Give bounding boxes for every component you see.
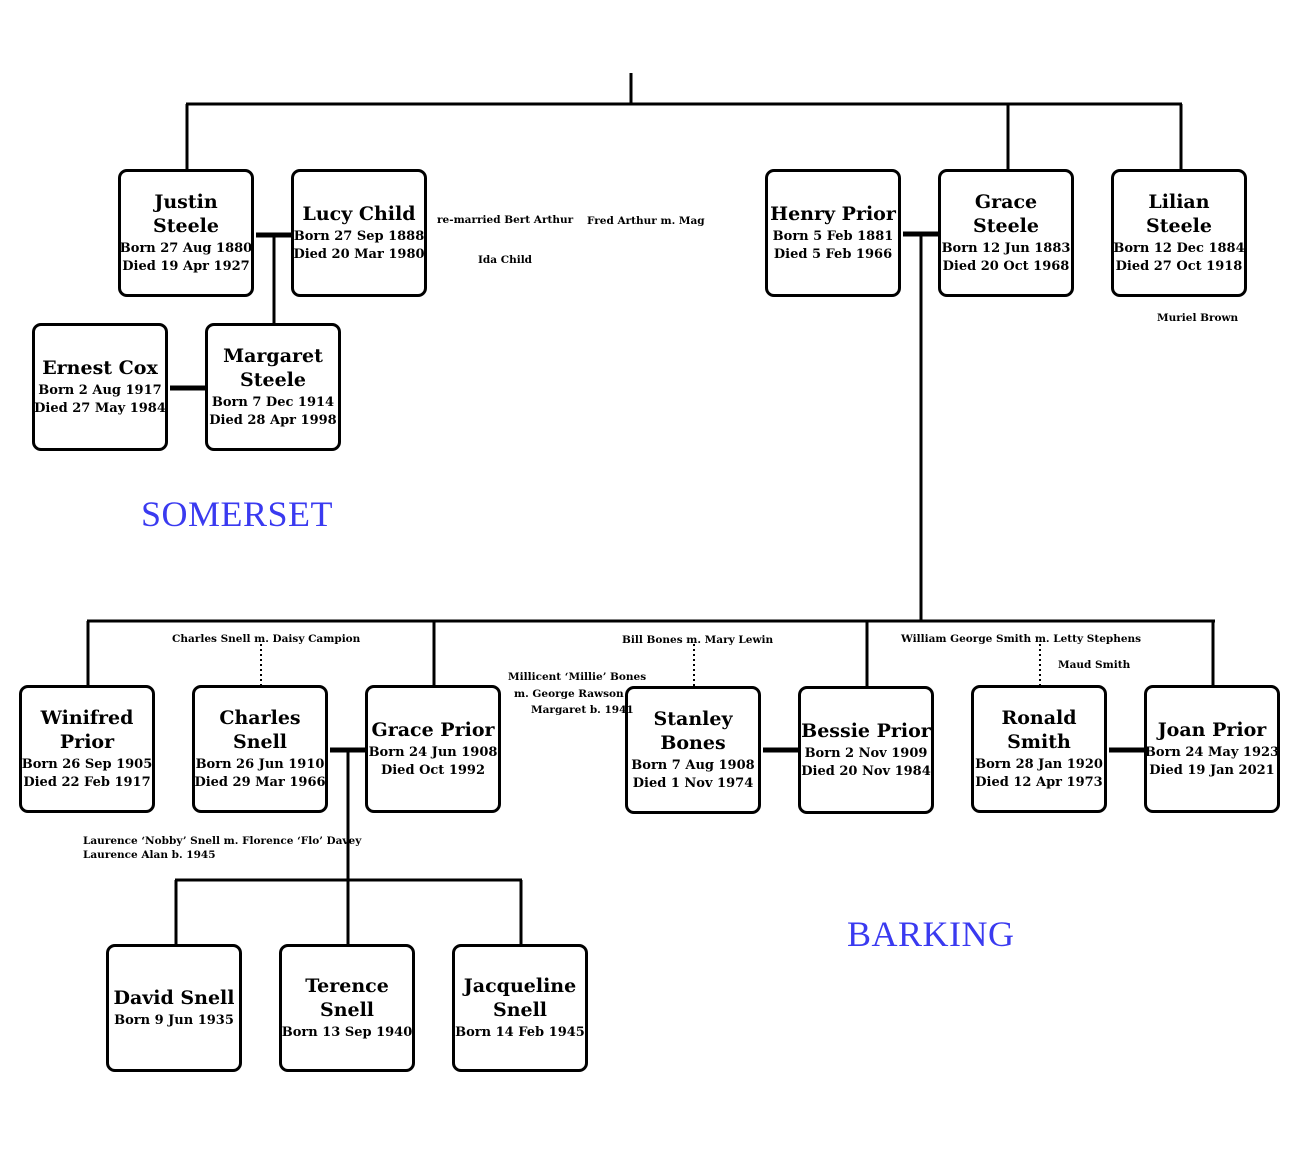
person-card-jacqueline-snell: Jacqueline Snell Born 14 Feb 1945 (452, 944, 588, 1072)
person-card-henry-prior: Henry Prior Born 5 Feb 1881 Died 5 Feb 1… (765, 169, 901, 297)
birth-date: Born 24 May 1923 (1144, 745, 1280, 760)
note-remarried: re-married Bert Arthur (437, 214, 574, 226)
person-name: Stanley Bones (653, 708, 733, 754)
person-name: Jacqueline Snell (463, 975, 577, 1021)
person-name: Lucy Child (302, 203, 416, 225)
person-card-lucy-child: Lucy Child Born 27 Sep 1888 Died 20 Mar … (291, 169, 427, 297)
person-card-stanley-bones: Stanley Bones Born 7 Aug 1908 Died 1 Nov… (625, 686, 761, 814)
birth-date: Born 7 Dec 1914 (211, 395, 335, 410)
death-date: Died 20 Nov 1984 (801, 764, 931, 779)
death-date: Died 12 Apr 1973 (975, 775, 1103, 790)
note-muriel-brown: Muriel Brown (1157, 312, 1239, 324)
birth-date: Born 2 Nov 1909 (804, 746, 928, 761)
person-name: Grace Prior (371, 719, 495, 741)
death-date: Died 28 Apr 1998 (209, 413, 337, 428)
death-date: Died 1 Nov 1974 (632, 776, 754, 791)
birth-date: Born 24 Jun 1908 (368, 745, 498, 760)
note-millie-line-3: Margaret b. 1941 (531, 704, 634, 716)
birth-date: Born 28 Jan 1920 (975, 757, 1103, 772)
note-millie-line-2: m. George Rawson (514, 688, 624, 700)
person-card-ernest-cox: Ernest Cox Born 2 Aug 1917 Died 27 May 1… (32, 323, 168, 451)
death-date: Died 19 Apr 1927 (122, 259, 250, 274)
region-label-barking: BARKING (847, 914, 1015, 954)
note-ida-child: Ida Child (478, 254, 533, 266)
person-name: Justin Steele (153, 191, 219, 237)
birth-date: Born 2 Aug 1917 (38, 383, 162, 398)
birth-date: Born 13 Sep 1940 (281, 1025, 413, 1040)
person-name: Ronald Smith (1001, 707, 1077, 753)
note-william-smith: William George Smith m. Letty Stephens (901, 633, 1142, 645)
birth-date: Born 26 Jun 1910 (195, 757, 325, 772)
birth-date: Born 26 Sep 1905 (21, 757, 153, 772)
person-card-justin-steele: Justin Steele Born 27 Aug 1880 Died 19 A… (118, 169, 254, 297)
birth-date: Born 7 Aug 1908 (631, 758, 755, 773)
person-name: David Snell (113, 987, 235, 1009)
note-millie-line-1: Millicent ‘Millie’ Bones (508, 671, 647, 683)
person-name: Grace Steele (973, 191, 1039, 237)
person-card-bessie-prior: Bessie Prior Born 2 Nov 1909 Died 20 Nov… (798, 686, 934, 814)
death-date: Died 27 Oct 1918 (1115, 259, 1243, 274)
person-name: Joan Prior (1157, 719, 1267, 741)
birth-date: Born 5 Feb 1881 (772, 229, 894, 244)
death-date: Died 20 Oct 1968 (942, 259, 1070, 274)
birth-date: Born 14 Feb 1945 (455, 1025, 585, 1040)
note-nobby-line-2: Laurence Alan b. 1945 (83, 849, 216, 861)
person-card-ronald-smith: Ronald Smith Born 28 Jan 1920 Died 12 Ap… (971, 685, 1107, 813)
death-date: Died 27 May 1984 (34, 401, 166, 416)
person-name: Lilian Steele (1146, 191, 1212, 237)
death-date: Died Oct 1992 (380, 763, 486, 778)
birth-date: Born 12 Dec 1884 (1113, 241, 1245, 256)
birth-date: Born 9 Jun 1935 (114, 1013, 234, 1028)
person-card-grace-steele: Grace Steele Born 12 Jun 1883 Died 20 Oc… (938, 169, 1074, 297)
person-card-margaret-steele: Margaret Steele Born 7 Dec 1914 Died 28 … (205, 323, 341, 451)
note-charles-snell-parents: Charles Snell m. Daisy Campion (172, 633, 361, 645)
note-nobby-line-1: Laurence ‘Nobby’ Snell m. Florence ‘Flo’… (83, 835, 362, 847)
birth-date: Born 12 Jun 1883 (941, 241, 1071, 256)
person-name: Henry Prior (770, 203, 896, 225)
person-card-charles-snell: Charles Snell Born 26 Jun 1910 Died 29 M… (192, 685, 328, 813)
person-card-grace-prior: Grace Prior Born 24 Jun 1908 Died Oct 19… (365, 685, 501, 813)
person-name: Bessie Prior (801, 720, 931, 742)
region-label-somerset: SOMERSET (141, 494, 334, 534)
person-card-terence-snell: Terence Snell Born 13 Sep 1940 (279, 944, 415, 1072)
person-name: Margaret Steele (223, 345, 323, 391)
death-date: Died 5 Feb 1966 (773, 247, 893, 262)
note-fred-arthur: Fred Arthur m. Mag (587, 215, 705, 227)
death-date: Died 20 Mar 1980 (293, 247, 425, 262)
birth-date: Born 27 Aug 1880 (119, 241, 253, 256)
death-date: Died 29 Mar 1966 (194, 775, 326, 790)
person-card-joan-prior: Joan Prior Born 24 May 1923 Died 19 Jan … (1144, 685, 1280, 813)
person-card-winifred-prior: Winifred Prior Born 26 Sep 1905 Died 22 … (19, 685, 155, 813)
death-date: Died 19 Jan 2021 (1149, 763, 1275, 778)
person-card-lilian-steele: Lilian Steele Born 12 Dec 1884 Died 27 O… (1111, 169, 1247, 297)
birth-date: Born 27 Sep 1888 (293, 229, 425, 244)
person-name: Ernest Cox (42, 357, 158, 379)
person-name: Terence Snell (305, 975, 389, 1021)
person-name: Winifred Prior (40, 707, 134, 753)
person-name: Charles Snell (219, 707, 301, 753)
person-card-david-snell: David Snell Born 9 Jun 1935 (106, 944, 242, 1072)
death-date: Died 22 Feb 1917 (23, 775, 151, 790)
note-maud-smith: Maud Smith (1058, 659, 1131, 671)
note-bill-bones: Bill Bones m. Mary Lewin (622, 634, 774, 646)
